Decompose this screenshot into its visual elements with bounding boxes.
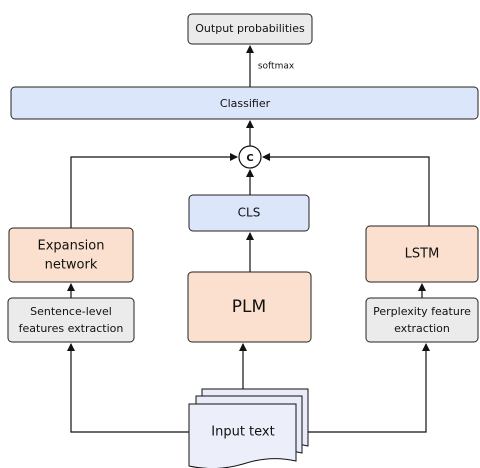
expansion-label-line2: network [45,258,98,273]
classifier-label: Classifier [220,97,271,110]
concat-node: C [238,145,262,169]
output-probabilities-box: Output probabilities [187,13,313,45]
softmax-label: softmax [258,62,295,72]
input-to-perplexity-wire [296,343,430,433]
sentence-features-box: Sentence-level features extraction [7,297,135,343]
lstm-to-concat-wire [262,153,430,226]
perplexity-features-box: Perplexity feature extraction [365,297,479,343]
expansion-label-line1: Expansion [38,239,105,254]
plm-box: PLM [187,271,312,343]
cls-box: CLS [188,194,310,232]
classifier-box: Classifier [10,86,479,120]
lstm-label: LSTM [405,247,440,262]
perplexity-features-line2: extraction [394,322,450,335]
expansion-network-box: Expansion network [8,227,134,283]
expansion-to-concat-wire [70,153,238,228]
sentence-features-line2: features extraction [19,322,124,335]
input-to-sentence-wire [67,343,190,433]
lstm-box: LSTM [365,225,479,283]
plm-label: PLM [232,297,266,317]
perplexity-features-line1: Perplexity feature [373,305,471,318]
sentence-features-line1: Sentence-level [30,305,112,318]
concat-label: C [246,153,253,164]
input-text-label: Input text [211,425,274,440]
cls-label: CLS [238,206,261,220]
output-probabilities-label: Output probabilities [195,22,305,35]
input-text-documents: Input text [188,388,309,468]
